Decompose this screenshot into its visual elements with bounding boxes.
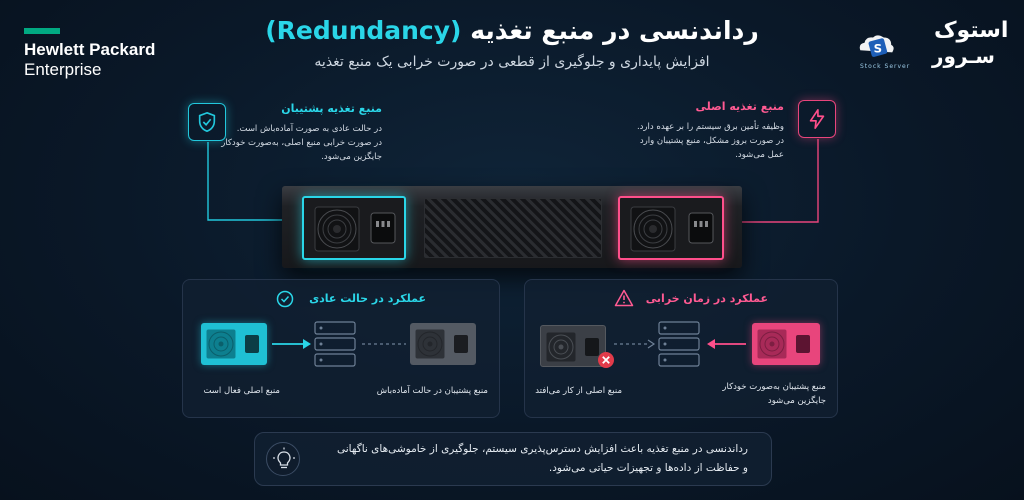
backup-psu-line1: در حالت عادی به صورت آماده‌باش است. (236, 124, 382, 134)
normal-panel-title: عملکرد در حالت عادی (309, 292, 426, 305)
dashed-connector (614, 339, 656, 349)
shield-check-icon (188, 103, 226, 141)
stock-server-word2: سـرور (932, 44, 995, 68)
title-en: (Redundancy) (265, 16, 462, 45)
summary-note-line2: و حفاظت از داده‌ها و تجهیزات حیاتی می‌شو… (548, 462, 748, 474)
dashed-connector (362, 343, 406, 345)
arrow-right-icon (272, 339, 311, 349)
normal-main-caption: منبع اصلی فعال است (203, 386, 280, 396)
power-socket-icon (796, 335, 810, 353)
standby-psu-illustration (410, 323, 476, 365)
fan-icon (546, 332, 576, 362)
error-x-icon (598, 352, 614, 368)
power-socket-icon (245, 335, 259, 353)
power-socket-icon (585, 338, 599, 356)
summary-note (254, 432, 772, 486)
stock-server-small-text: Stock Server (860, 63, 911, 70)
hpe-logo-bar (24, 28, 60, 34)
main-psu-module (618, 196, 724, 260)
warning-triangle-icon (614, 289, 634, 307)
title-fa: رداندنسی در منبع تغذیه (470, 16, 759, 45)
page-subtitle: افزایش پایداری و جلوگیری از قطعی در صورت… (314, 54, 710, 70)
svg-text:S: S (874, 41, 882, 55)
stock-server-word1: استوک (934, 18, 1009, 43)
fan-icon (757, 329, 787, 359)
summary-note-line1: رداندنسی در منبع تغذیه باعث افزایش دسترس… (337, 443, 748, 455)
server-stack-icon (314, 321, 356, 367)
main-psu-line1: وظیفه تأمین برق سیستم را بر عهده دارد. (636, 122, 784, 132)
chassis-vent (424, 198, 602, 258)
lightning-bolt-icon (798, 100, 836, 138)
main-connector (742, 139, 819, 223)
summary-note-text: رداندنسی در منبع تغذیه باعث افزایش دسترس… (300, 440, 748, 478)
fan-icon (415, 329, 445, 359)
power-socket-icon (688, 212, 714, 244)
normal-backup-caption: منبع پشتیبان در حالت آماده‌باش (376, 386, 488, 396)
backup-psu-line2: در صورت خرابی منبع اصلی، به‌صورت خودکار (221, 138, 382, 148)
backup-psu-module (302, 196, 406, 260)
power-socket-icon (370, 212, 396, 244)
main-psu-line2: در صورت بروز مشکل، منبع پشتیبان وارد (639, 136, 784, 146)
hpe-logo-text-2: Enterprise (24, 60, 102, 79)
arrow-left-icon (707, 339, 746, 349)
server-stack-icon (658, 321, 700, 367)
fan-icon (206, 329, 236, 359)
fan-icon (314, 206, 360, 252)
takeover-psu-illustration (752, 323, 820, 365)
failure-backup-caption-1: منبع پشتیبان به‌صورت خودکار (722, 382, 826, 392)
server-chassis (282, 186, 742, 268)
lightbulb-icon (266, 442, 300, 476)
backup-psu-line3: جایگزین می‌شود. (321, 152, 382, 162)
stock-server-logo-icon: S (859, 35, 894, 57)
backup-psu-title: منبع تغذیه پشتیبان (281, 102, 382, 115)
hpe-logo-text: Hewlett Packard (24, 40, 156, 59)
failure-main-caption: منبع اصلی از کار می‌افتد (535, 386, 622, 396)
active-psu-illustration (201, 323, 267, 365)
failure-panel-title: عملکرد در زمان خرابی (645, 292, 768, 305)
backup-connector (207, 142, 302, 221)
main-psu-title: منبع تغذیه اصلی (695, 100, 784, 113)
page-title: رداندنسی در منبع تغذیه (Redundancy) (200, 16, 824, 45)
check-circle-icon (276, 290, 294, 308)
main-psu-line3: عمل می‌شود. (735, 150, 784, 160)
fan-icon (630, 206, 676, 252)
power-socket-icon (454, 335, 468, 353)
failure-backup-caption-2: جایگزین می‌شود (767, 396, 826, 406)
failed-psu-illustration (540, 325, 606, 367)
